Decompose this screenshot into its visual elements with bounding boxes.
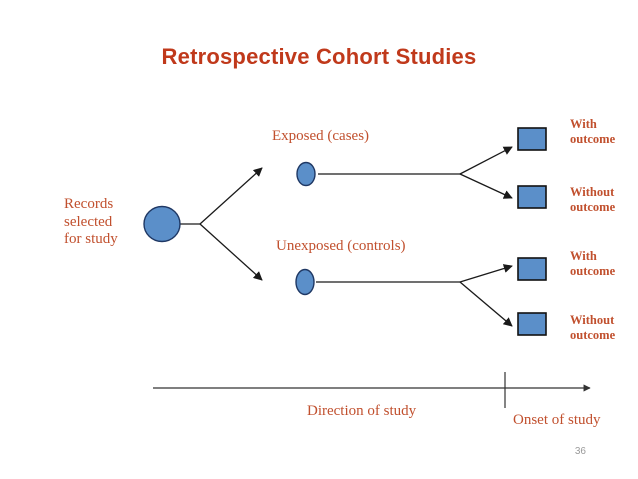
- label-unexposed-controls: Unexposed (controls): [276, 238, 406, 254]
- label-onset-of-study: Onset of study: [513, 412, 601, 428]
- exposed-node: [296, 161, 316, 187]
- connector-unexposed-to-with-outcome: [459, 264, 513, 283]
- label-exposed-cases: Exposed (cases): [272, 128, 370, 144]
- label-without-outcome-exposed: Without outcome: [570, 185, 616, 215]
- connector-unexposed-to-without-outcome: [459, 281, 513, 327]
- connector-records-to-exposed: [199, 167, 263, 225]
- label-with-outcome-exposed: With outcome: [570, 117, 616, 147]
- label-without-outcome-unexposed: Without outcome: [570, 313, 616, 343]
- connector-exposed-to-with-outcome: [459, 146, 513, 175]
- label-with-outcome-unexposed: With outcome: [570, 249, 616, 279]
- page-title: Retrospective Cohort Studies: [161, 44, 477, 69]
- label-records-selected-for-study: Records selected for study: [64, 196, 118, 248]
- page-number: 36: [574, 446, 586, 457]
- records-node: [143, 205, 181, 243]
- outcome-box-with-unexposed: [517, 257, 547, 281]
- connector-exposed-to-without-outcome: [459, 173, 513, 199]
- connector-records-to-unexposed: [199, 223, 263, 281]
- outcome-box-without-unexposed: [517, 312, 547, 336]
- outcome-box-without-exposed: [517, 185, 547, 209]
- unexposed-node: [295, 268, 315, 296]
- outcome-box-with-exposed: [517, 127, 547, 151]
- label-direction-of-study: Direction of study: [307, 403, 417, 419]
